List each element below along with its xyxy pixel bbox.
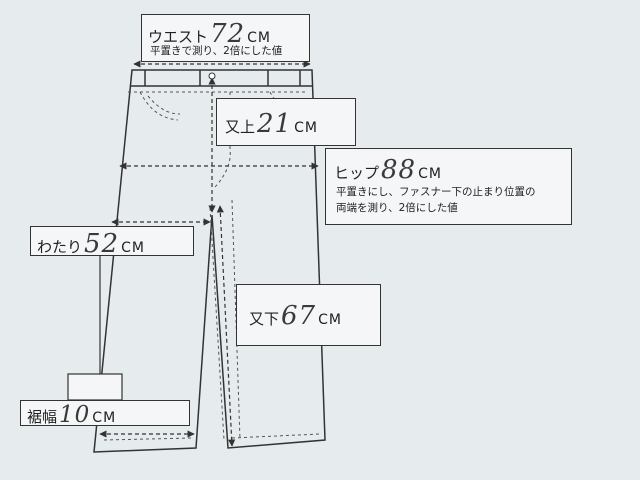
hip-note-line1: 平置きにし、ファスナー下の止まり位置の xyxy=(336,186,536,198)
waist-unit: CM xyxy=(247,30,271,46)
rise-label: 又上 xyxy=(225,118,256,136)
inseam-label: 又下 xyxy=(249,310,280,328)
thigh-unit: CM xyxy=(121,240,145,256)
hem-box: 裾幅 10 CM xyxy=(20,400,190,428)
hip-unit: CM xyxy=(418,166,442,182)
rise-value: 21 xyxy=(257,109,293,139)
hip-box: ヒップ 88 CM 平置きにし、ファスナー下の止まり位置の 両端を測り、2倍にし… xyxy=(325,148,572,225)
rise-unit: CM xyxy=(294,120,318,136)
measure-lines xyxy=(99,60,319,447)
waist-box: ウエスト 72 CM 平置きで測り、2倍にした値 xyxy=(141,14,310,62)
thigh-label: わたり xyxy=(37,238,83,256)
hem-label: 裾幅 xyxy=(27,408,58,426)
waist-value: 72 xyxy=(210,19,246,49)
inseam-unit: CM xyxy=(318,312,342,328)
hip-note-line2: 両端を測り、2倍にした値 xyxy=(336,202,458,214)
thigh-box: わたり 52 CM xyxy=(30,226,194,259)
rise-box: 又上 21 CM xyxy=(216,98,356,146)
waist-note: 平置きで測り、2倍にした値 xyxy=(150,45,283,57)
inseam-value: 67 xyxy=(281,301,317,331)
inseam-arrow xyxy=(216,205,236,447)
hip-value: 88 xyxy=(381,155,417,185)
hem-unit: CM xyxy=(92,410,117,426)
hip-label: ヒップ xyxy=(334,164,380,182)
inseam-box: 又下 67 CM xyxy=(236,284,381,346)
thigh-value: 52 xyxy=(84,229,120,259)
back-pocket-tab xyxy=(67,373,123,401)
waist-label: ウエスト xyxy=(148,28,209,46)
hem-value: 10 xyxy=(59,402,91,428)
